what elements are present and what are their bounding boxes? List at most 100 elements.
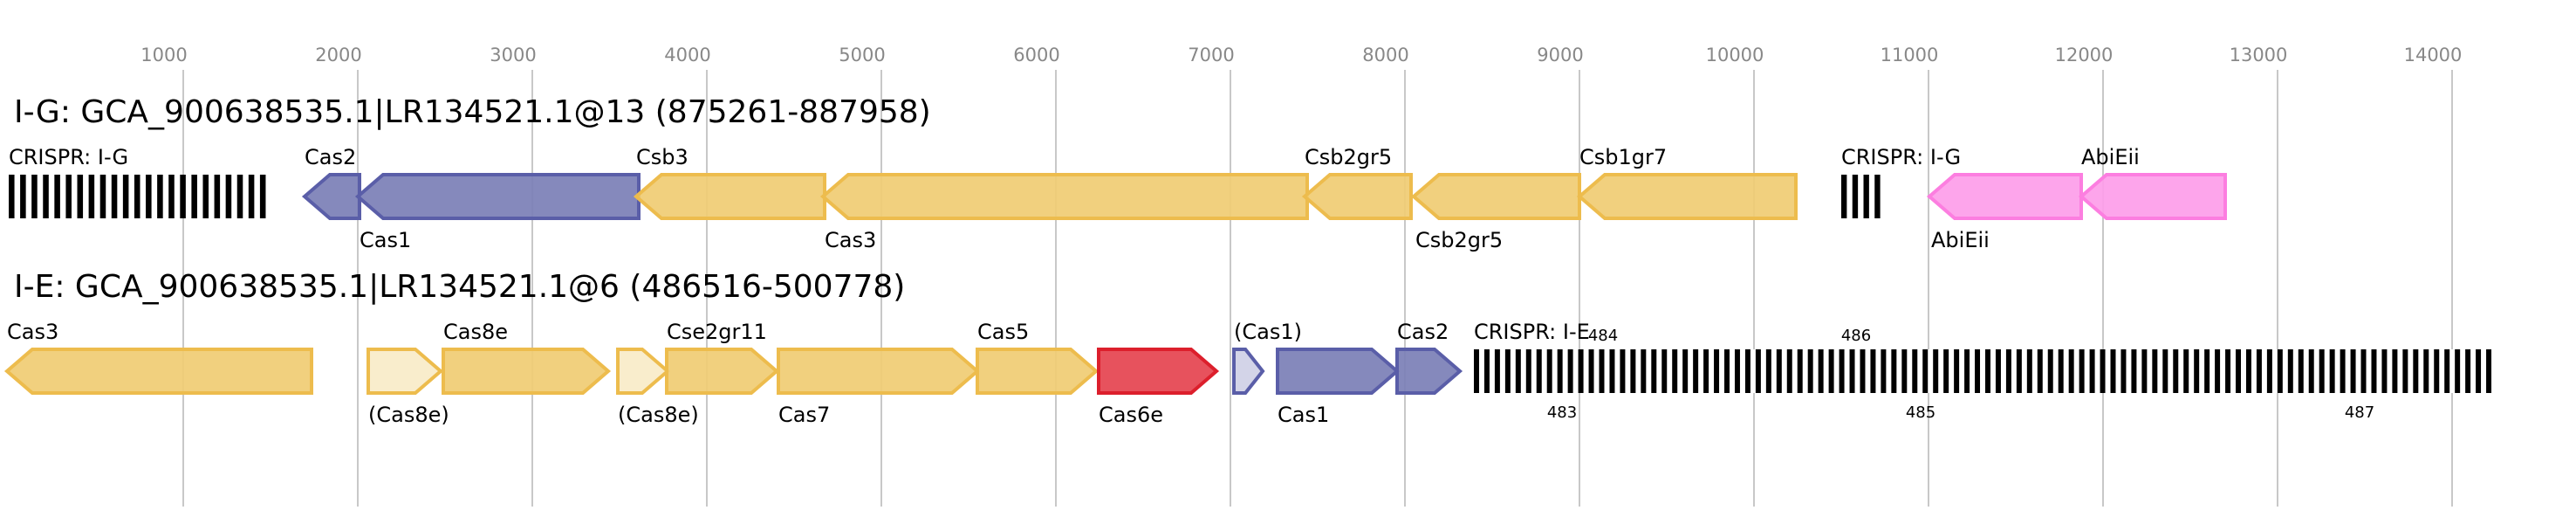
- crispr-repeat: [248, 175, 255, 218]
- crispr-repeat: [214, 175, 221, 218]
- gene-arrow-csb2gr5[interactable]: [1410, 173, 1581, 220]
- crispr-repeat: [1852, 175, 1859, 218]
- feature-label: Cas3: [7, 320, 58, 344]
- crispr-repeat: [2402, 349, 2408, 393]
- crispr-repeat: [1863, 175, 1869, 218]
- gene-arrow-csb1gr7[interactable]: [1576, 173, 1798, 220]
- ruler-tick-label: 14000: [2404, 45, 2463, 66]
- crispr-array[interactable]: [9, 175, 271, 218]
- crispr-repeat: [65, 175, 72, 218]
- crispr-repeat: [1870, 349, 1876, 393]
- crispr-repeat: [1672, 349, 1678, 393]
- gene-arrow-cas1[interactable]: [354, 173, 641, 220]
- feature-label: Csb3: [636, 145, 689, 169]
- crispr-repeat: [1860, 349, 1866, 393]
- feature-label: Cas6e: [1099, 403, 1163, 427]
- gene-arrow-cse2gr11[interactable]: [665, 348, 780, 395]
- gene-arrow-cas1[interactable]: [1276, 348, 1401, 395]
- feature-label: CRISPR: I-G: [1841, 145, 1961, 169]
- crispr-repeat: [2047, 349, 2053, 393]
- crispr-repeat: [2298, 349, 2304, 393]
- ruler-tick-label: 9000: [1537, 45, 1583, 66]
- crispr-repeat: [1567, 349, 1573, 393]
- gene-arrow-cas3[interactable]: [819, 173, 1309, 220]
- gene-arrow-cas6e[interactable]: [1097, 348, 1220, 395]
- crispr-repeat: [2068, 349, 2074, 393]
- crispr-repeat: [2016, 349, 2022, 393]
- crispr-repeat: [43, 175, 49, 218]
- crispr-repeat: [225, 175, 232, 218]
- gene-arrow-cas7[interactable]: [777, 348, 981, 395]
- feature-label: Csb1gr7: [1579, 145, 1667, 169]
- gene-arrow-cas2[interactable]: [301, 173, 361, 220]
- crispr-repeat: [88, 175, 95, 218]
- crispr-repeat: [1609, 349, 1615, 393]
- gene-arrow-cas3[interactable]: [3, 348, 313, 395]
- ruler-tick-label: 10000: [1706, 45, 1764, 66]
- gene-arrow-csb2gr5[interactable]: [1301, 173, 1413, 220]
- crispr-repeat: [2120, 349, 2127, 393]
- gene-arrow-abieii[interactable]: [2078, 173, 2227, 220]
- crispr-repeat: [2486, 349, 2492, 393]
- gene-arrow-abieii[interactable]: [1926, 173, 2083, 220]
- crispr-repeat: [2350, 349, 2356, 393]
- crispr-repeat: [2173, 349, 2179, 393]
- crispr-repeat: [99, 175, 106, 218]
- ruler-tick-label: 7000: [1188, 45, 1234, 66]
- crispr-repeat: [2162, 349, 2168, 393]
- crispr-repeat: [1874, 175, 1881, 218]
- repeat-index-label: 483: [1547, 403, 1577, 422]
- gene-arrow-cas8e[interactable]: [616, 348, 671, 395]
- crispr-repeat: [1828, 349, 1834, 393]
- crispr-array[interactable]: [1474, 349, 2497, 393]
- crispr-repeat: [1839, 349, 1845, 393]
- crispr-repeat: [1515, 349, 1521, 393]
- crispr-repeat: [1578, 349, 1584, 393]
- ruler-tick-label: 13000: [2230, 45, 2288, 66]
- crispr-repeat: [2381, 349, 2388, 393]
- crispr-repeat: [2319, 349, 2325, 393]
- repeat-index-label: 487: [2345, 403, 2374, 422]
- crispr-repeat: [1734, 349, 1740, 393]
- crispr-repeat: [2360, 349, 2367, 393]
- crispr-repeat: [1651, 349, 1657, 393]
- crispr-repeat: [1891, 349, 1897, 393]
- ruler-tick-label: 3000: [490, 45, 536, 66]
- crispr-repeat: [1954, 349, 1960, 393]
- crispr-repeat: [1841, 175, 1847, 218]
- feature-label: Cas1: [360, 228, 411, 252]
- crispr-repeat: [1504, 349, 1511, 393]
- feature-label: Csb2gr5: [1305, 145, 1392, 169]
- crispr-repeat: [1964, 349, 1970, 393]
- crispr-array[interactable]: [1841, 175, 1886, 218]
- crispr-repeat: [2204, 349, 2210, 393]
- crispr-repeat: [236, 175, 243, 218]
- feature-label: Cas1: [1278, 403, 1329, 427]
- crispr-repeat: [259, 175, 266, 218]
- ruler-tick-label: 8000: [1362, 45, 1408, 66]
- gene-arrow-cas2[interactable]: [1395, 348, 1463, 395]
- feature-label: Cas2: [305, 145, 356, 169]
- locus-title: I-G: GCA_900638535.1|LR134521.1@13 (8752…: [14, 94, 931, 130]
- gene-arrow-cas8e[interactable]: [442, 348, 612, 395]
- gene-arrow-cas1[interactable]: [1232, 348, 1265, 395]
- gene-arrow-cas5[interactable]: [976, 348, 1100, 395]
- crispr-repeat: [2079, 349, 2085, 393]
- crispr-repeat: [2245, 349, 2251, 393]
- crispr-repeat: [31, 175, 38, 218]
- crispr-repeat: [2183, 349, 2189, 393]
- ruler-tick-label: 11000: [1881, 45, 1939, 66]
- crispr-repeat: [2026, 349, 2032, 393]
- crispr-repeat: [111, 175, 118, 218]
- crispr-repeat: [2225, 349, 2231, 393]
- locus-title: I-E: GCA_900638535.1|LR134521.1@6 (48651…: [14, 269, 905, 305]
- crispr-repeat: [1474, 349, 1479, 393]
- crispr-repeat: [1776, 349, 1782, 393]
- locus-1: I-G: GCA_900638535.1|LR134521.1@13 (8752…: [9, 94, 2227, 252]
- gene-arrow-csb3[interactable]: [633, 173, 826, 220]
- feature-label: Cas7: [778, 403, 830, 427]
- gene-arrow-cas8e[interactable]: [367, 348, 444, 395]
- crispr-repeat: [1995, 349, 2001, 393]
- crispr-repeat: [1975, 349, 1981, 393]
